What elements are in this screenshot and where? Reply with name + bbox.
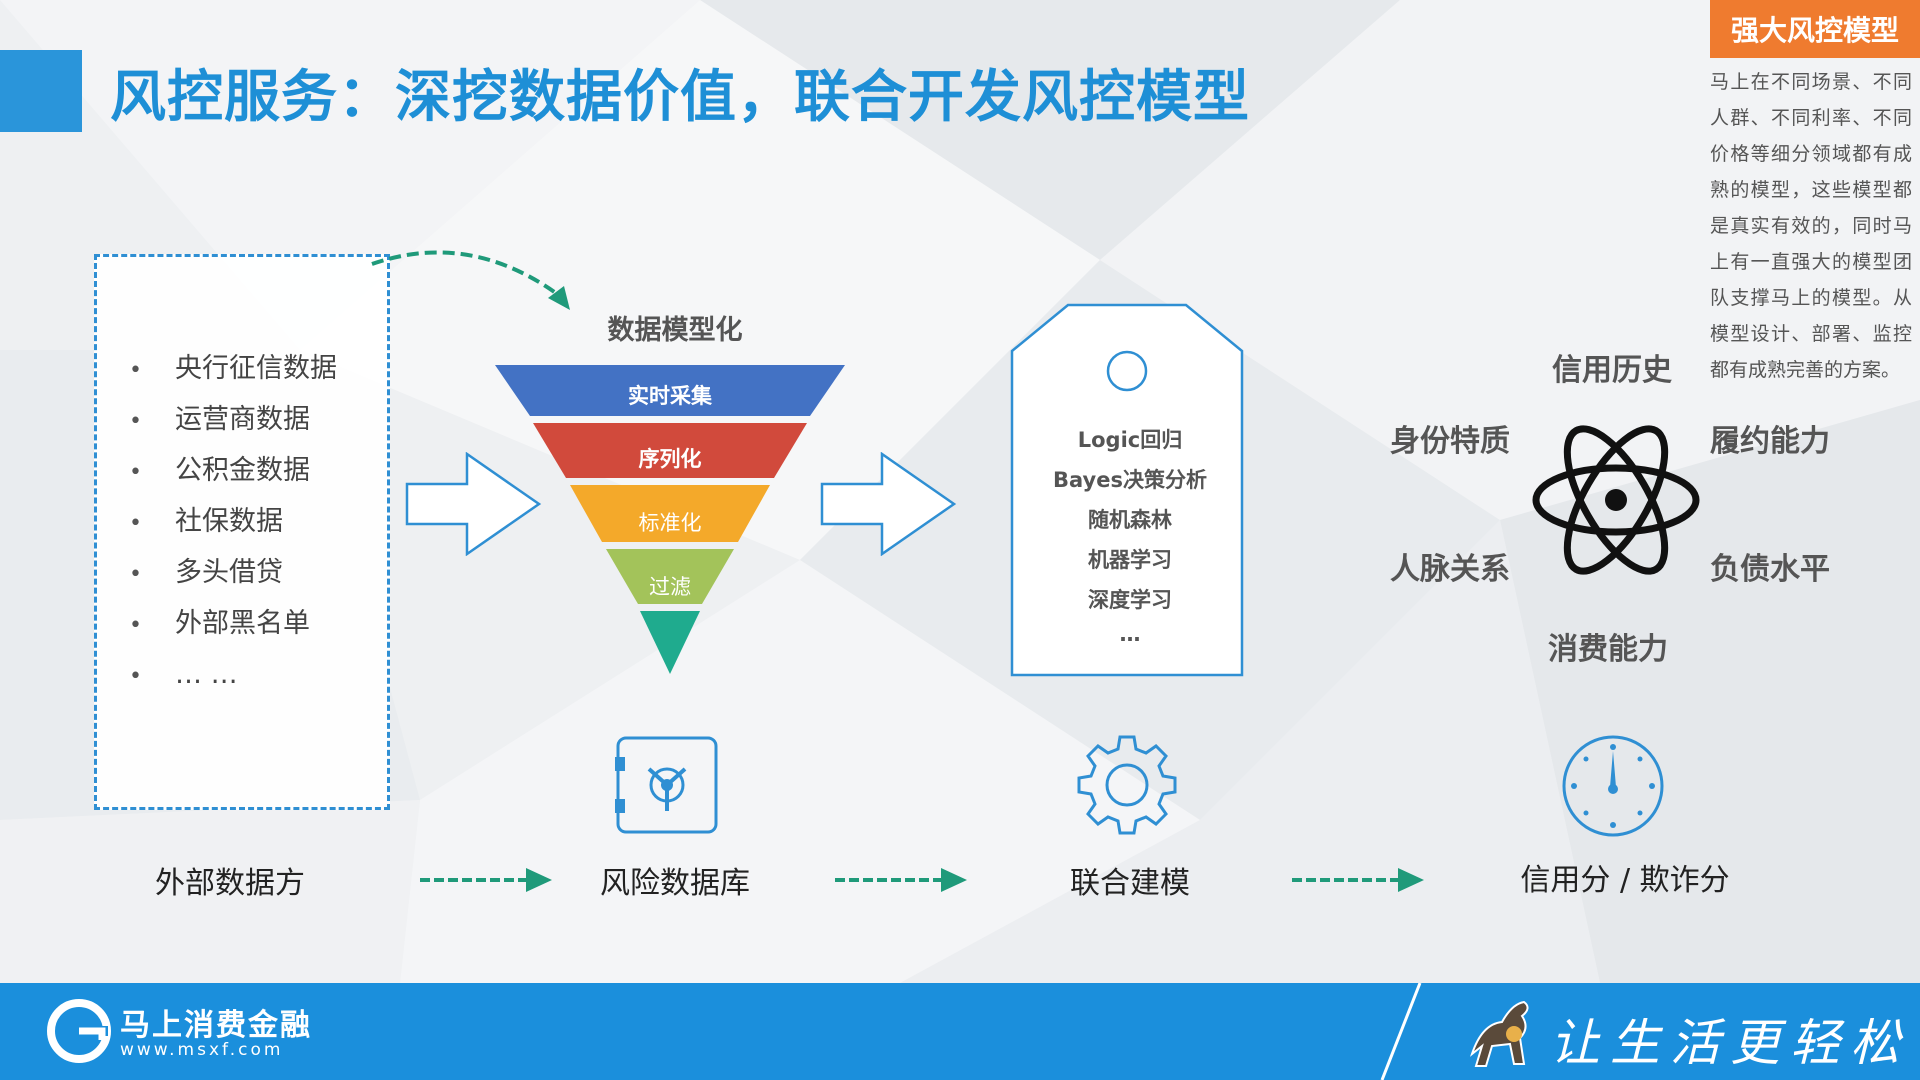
step-label: 风险数据库 — [600, 866, 750, 901]
list-item-label: 多头借贷 — [175, 557, 283, 588]
side-badge: 强大风控模型 — [1710, 0, 1920, 58]
funnel-label: 序列化 — [638, 447, 702, 471]
atom-label-bottom: 消费能力 — [1548, 632, 1668, 667]
side-description: 马上在不同场景、不同人群、不同利率、不同价格等细分领域都有成熟的模型，这些模型都… — [1710, 71, 1912, 381]
safe-icon — [615, 736, 718, 834]
brand-logo-icon — [47, 999, 111, 1063]
funnel-layer-2 — [533, 423, 807, 478]
list-item-label: 社保数据 — [175, 506, 283, 537]
list-item-label: … … — [175, 659, 238, 690]
atom-label-upper-right: 履约能力 — [1710, 424, 1830, 459]
funnel-label: 过滤 — [649, 575, 691, 599]
step-arrow-icon — [835, 868, 967, 892]
step-label: 信用分 / 欺诈分 — [1520, 863, 1730, 898]
funnel-label: 实时采集 — [628, 384, 712, 408]
list-item: • 社保数据 — [129, 505, 337, 556]
brand-url: www.msxf.com — [120, 1040, 284, 1060]
funnel-layer-4 — [606, 549, 734, 604]
funnel-layer-5 — [640, 611, 700, 674]
bullet-icon: • — [129, 562, 142, 587]
step-arrow-icon — [420, 868, 552, 892]
funnel-layer-3 — [570, 485, 770, 542]
list-item: • … … — [129, 658, 337, 709]
data-source-list: • 央行征信数据 • 运营商数据 • 公积金数据 • 社保数据 • 多头借贷 • 外部黑名单… — [129, 352, 337, 709]
step-arrow-icon — [1292, 868, 1424, 892]
atom-label-upper-left: 身份特质 — [1390, 424, 1510, 459]
list-item: • 多头借贷 — [129, 556, 337, 607]
funnel-chart — [495, 365, 845, 674]
list-item: • 运营商数据 — [129, 403, 337, 454]
list-item: • 外部黑名单 — [129, 607, 337, 658]
bullet-icon: • — [129, 460, 142, 485]
bullet-icon: • — [129, 409, 142, 434]
slogan: 让生活更轻松 — [1550, 1014, 1910, 1072]
atom-label-lower-left: 人脉关系 — [1390, 552, 1510, 587]
page-title: 风控服务：深挖数据价值，联合开发风控模型 — [110, 65, 1250, 130]
bullet-icon: • — [129, 511, 142, 536]
step-label: 外部数据方 — [155, 866, 305, 901]
list-item-label: 外部黑名单 — [175, 608, 310, 639]
model-item: … — [1119, 622, 1141, 646]
list-item: • 公积金数据 — [129, 454, 337, 505]
footer-bar — [0, 983, 1920, 1080]
footer-divider — [1380, 983, 1422, 1080]
funnel-title: 数据模型化 — [607, 315, 743, 346]
model-item: 深度学习 — [1088, 588, 1172, 612]
gear-icon — [1077, 735, 1177, 835]
model-item: Logic回归 — [1077, 428, 1183, 452]
list-item-label: 运营商数据 — [175, 404, 310, 435]
brand-name: 马上消费金融 — [120, 1008, 312, 1043]
atom-label-top: 信用历史 — [1552, 353, 1672, 388]
data-source-box: • 央行征信数据 • 运营商数据 • 公积金数据 • 社保数据 • 多头借贷 • 外部黑名单… — [94, 254, 390, 810]
funnel-layer-1 — [495, 365, 845, 416]
atom-icon — [1532, 425, 1700, 575]
hollow-arrow-icon — [405, 452, 542, 556]
step-label: 联合建模 — [1070, 866, 1190, 901]
funnel-label: 标准化 — [638, 511, 702, 535]
list-item: • 央行征信数据 — [129, 352, 337, 403]
bullet-icon: • — [129, 613, 142, 638]
tag-hole-icon — [1106, 350, 1148, 392]
atom-label-lower-right: 负债水平 — [1710, 552, 1830, 587]
list-item-label: 公积金数据 — [175, 455, 310, 486]
bullet-icon: • — [129, 664, 142, 689]
model-item: 机器学习 — [1088, 548, 1172, 572]
hollow-arrow-icon — [820, 452, 957, 556]
stopwatch-icon — [1562, 735, 1664, 837]
model-item: Bayes决策分析 — [1053, 468, 1207, 492]
model-item: 随机森林 — [1088, 508, 1172, 532]
title-accent-bar — [0, 50, 82, 132]
model-tag-shape — [1010, 303, 1244, 677]
curved-arrow-icon — [371, 250, 570, 310]
horse-mascot-icon — [1469, 1000, 1529, 1067]
bullet-icon: • — [129, 358, 142, 383]
list-item-label: 央行征信数据 — [175, 353, 337, 384]
